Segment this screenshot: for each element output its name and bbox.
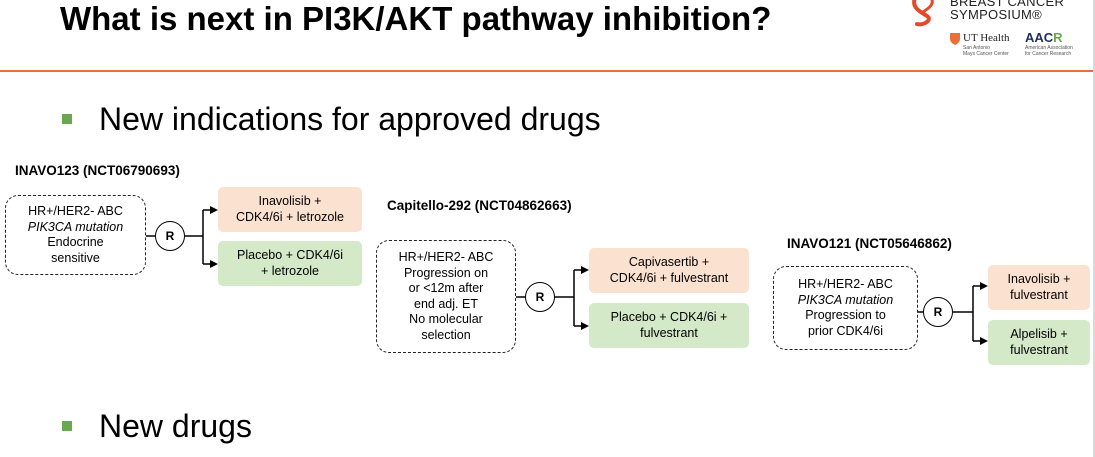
arm-line: fulvestrant xyxy=(640,325,698,340)
population-line: sensitive xyxy=(51,250,100,265)
population-line: PIK3CA mutation xyxy=(797,292,894,307)
arm-line: CDK4/6i + fulvestrant xyxy=(609,270,729,285)
arm-line: fulvestrant xyxy=(1010,342,1068,357)
arm-box-capivasertib-fulvestrant: Capivasertib + CDK4/6i + fulvestrant xyxy=(589,248,749,293)
aacr-prefix: AAC xyxy=(1025,30,1054,45)
population-line: Endocrine xyxy=(47,235,104,249)
population-line: HR+/HER2- ABC xyxy=(28,204,123,218)
arm-line: fulvestrant xyxy=(1010,287,1068,302)
population-box-capitello292: HR+/HER2- ABC Progression on or <12m aft… xyxy=(376,240,516,353)
arm-line: Capivasertib + xyxy=(628,255,710,269)
trial-title-capitello292: Capitello-292 (NCT04862663) xyxy=(387,198,572,213)
aacr-label: AACR xyxy=(1025,30,1063,45)
ut-health-label: UT Health xyxy=(963,32,1010,44)
population-line: HR+/HER2- ABC xyxy=(798,277,893,291)
randomize-label: R xyxy=(933,305,943,319)
randomization-circle-inavo123: R xyxy=(155,221,185,251)
ut-sub-2: Mays Cancer Center xyxy=(963,51,1009,57)
aacr-sub-2: for Cancer Research xyxy=(1025,51,1072,57)
trial-title-inavo121: INAVO121 (NCT05646862) xyxy=(787,236,952,251)
population-line: Progression on xyxy=(403,265,489,280)
arm-box-alpelisib-fulvestrant: Alpelisib + fulvestrant xyxy=(988,320,1090,365)
arm-box-inavolisib-letrozole: Inavolisib + CDK4/6i + letrozole xyxy=(218,187,362,232)
arm-box-placebo-fulvestrant: Placebo + CDK4/6i + fulvestrant xyxy=(589,303,749,348)
arm-line: Placebo + CDK4/6i xyxy=(237,248,343,262)
population-line: or <12m after xyxy=(408,281,484,295)
population-line: end adj. ET xyxy=(414,296,478,311)
population-line: Progression to xyxy=(805,308,886,322)
aacr-suffix: R xyxy=(1053,30,1063,45)
arm-box-placebo-letrozole: Placebo + CDK4/6i + letrozole xyxy=(218,241,362,286)
ut-shield-icon xyxy=(950,33,960,45)
arm-line: Placebo + CDK4/6i + xyxy=(610,310,728,324)
slide-title: What is next in PI3K/AKT pathway inhibit… xyxy=(60,0,772,37)
population-box-inavo123: HR+/HER2- ABC PIK3CA mutation Endocrine … xyxy=(5,195,146,275)
population-box-inavo121: HR+/HER2- ABC PIK3CA mutation Progressio… xyxy=(773,266,918,350)
ribbon-icon xyxy=(912,0,934,27)
sabcs-logo: BREAST CANCER SYMPOSIUM® UT Health San A… xyxy=(905,0,1090,62)
arm-line: + letrozole xyxy=(260,263,320,278)
randomization-circle-capitello292: R xyxy=(525,282,555,312)
title-divider xyxy=(0,70,1095,72)
aacr-sub-1: American Association xyxy=(1025,45,1073,51)
population-line: No molecular xyxy=(409,312,483,326)
randomize-label: R xyxy=(535,290,545,304)
logo-line-1: BREAST CANCER xyxy=(950,0,1065,9)
arm-line: Inavolisib + xyxy=(258,194,322,208)
population-line: selection xyxy=(421,327,471,342)
bullet-new-drugs: New drugs xyxy=(99,408,252,444)
randomize-label: R xyxy=(165,229,175,243)
bullet-marker-2 xyxy=(62,421,72,431)
population-line: PIK3CA mutation xyxy=(27,219,124,234)
bullet-new-indications: New indications for approved drugs xyxy=(99,101,601,137)
arm-line: CDK4/6i + letrozole xyxy=(235,209,345,224)
randomization-circle-inavo121: R xyxy=(923,297,953,327)
population-line: HR+/HER2- ABC xyxy=(398,250,494,264)
arm-box-inavolisib-fulvestrant: Inavolisib + fulvestrant xyxy=(988,265,1090,310)
bullet-marker-1 xyxy=(62,114,72,124)
ut-sub-1: San Antonio xyxy=(963,45,990,51)
population-line: prior CDK4/6i xyxy=(807,323,884,338)
arm-line: Inavolisib + xyxy=(1007,272,1071,286)
slide-edge xyxy=(1093,0,1095,457)
trial-title-inavo123: INAVO123 (NCT06790693) xyxy=(15,163,180,178)
logo-line-2: SYMPOSIUM® xyxy=(950,7,1043,22)
arm-line: Alpelisib + xyxy=(1010,327,1068,341)
